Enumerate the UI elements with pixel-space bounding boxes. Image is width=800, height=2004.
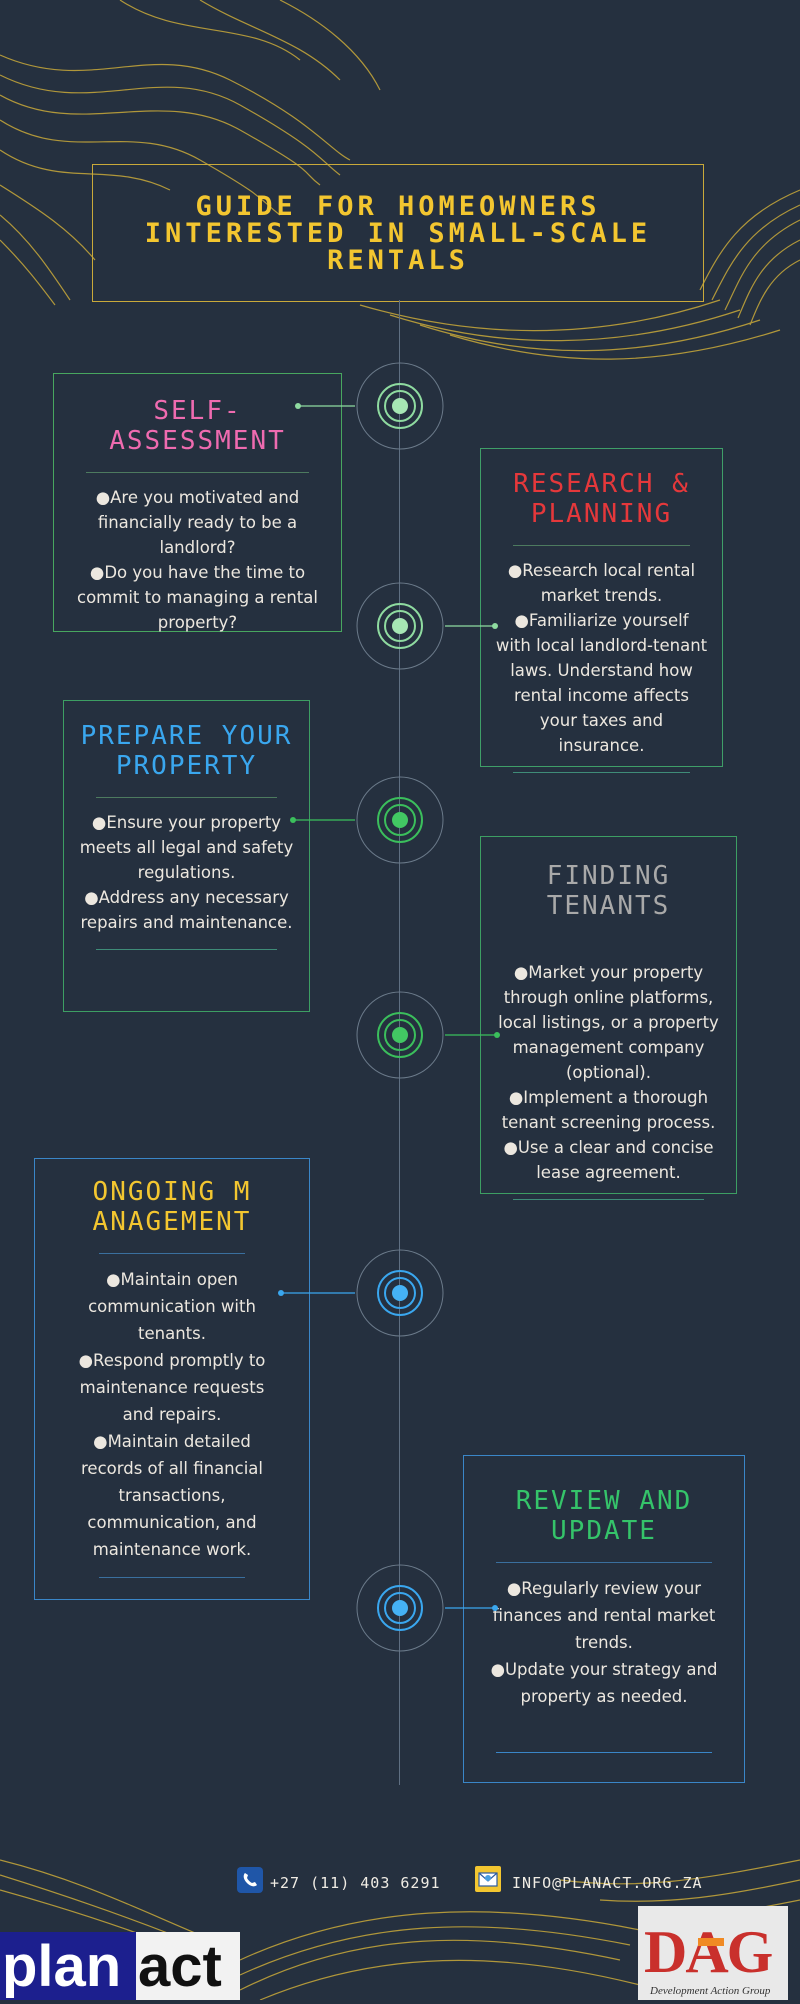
footer-email[interactable]: INFO@PLANACT.ORG.ZA xyxy=(512,1874,703,1892)
dag-logo-caption: Development Action Group xyxy=(649,1985,771,1997)
bullet-item: ●Ensure your property meets all legal an… xyxy=(79,813,294,882)
timeline-node-3 xyxy=(356,776,444,864)
bullet-item: ●Familiarize yourself with local landlor… xyxy=(495,611,708,755)
section-heading: REVIEW AND UPDATE xyxy=(515,1486,693,1546)
timeline-node-1 xyxy=(356,362,444,450)
section-card-ongoing-management: ONGOING MANAGEMENT ●Maintain open commun… xyxy=(34,1158,310,1600)
planact-logo-text-plan: plan xyxy=(2,1934,121,1999)
timeline-node-2 xyxy=(356,582,444,670)
divider xyxy=(99,1253,245,1254)
bullet-item: ●Market your property through online pla… xyxy=(498,963,719,1082)
email-icon xyxy=(475,1866,501,1892)
section-heading: PREPARE YOUR PROPERTY xyxy=(80,721,293,781)
divider xyxy=(496,1562,712,1563)
footer-phone[interactable]: +27 (11) 403 6291 xyxy=(270,1874,441,1892)
section-heading: FINDING TENANTS xyxy=(546,861,671,921)
divider xyxy=(513,772,690,773)
section-heading: ONGOING MANAGEMENT xyxy=(92,1177,252,1237)
bullet-item: ●Regularly review your finances and rent… xyxy=(492,1579,716,1652)
bullet-item: ●Maintain open communication with tenant… xyxy=(88,1270,256,1343)
divider xyxy=(513,545,690,546)
section-heading: SELF-ASSESSMENT xyxy=(109,396,286,456)
bullet-item: ●Update your strategy and property as ne… xyxy=(490,1660,718,1706)
planact-logo: plan act xyxy=(0,1932,240,2000)
section-card-prepare-property: PREPARE YOUR PROPERTY ●Ensure your prope… xyxy=(63,700,310,1012)
phone-icon xyxy=(237,1867,263,1893)
section-heading: RESEARCH & PLANNING xyxy=(513,469,690,529)
bullet-item: ●Address any necessary repairs and maint… xyxy=(80,888,293,932)
bullet-item: ●Research local rental market trends. xyxy=(507,561,696,605)
section-card-review-update: REVIEW AND UPDATE ●Regularly review your… xyxy=(463,1455,745,1783)
divider xyxy=(86,472,309,473)
divider xyxy=(513,1199,704,1200)
section-card-research-planning: RESEARCH & PLANNING ●Research local rent… xyxy=(480,448,723,773)
divider xyxy=(96,797,277,798)
timeline-node-5 xyxy=(356,1249,444,1337)
bullet-item: ●Are you motivated and financially ready… xyxy=(95,488,300,557)
section-card-self-assessment: SELF-ASSESSMENT ●Are you motivated and f… xyxy=(53,373,342,632)
bullet-item: ●Maintain detailed records of all financ… xyxy=(81,1432,263,1559)
timeline-node-6 xyxy=(356,1564,444,1652)
bullet-item: ●Use a clear and concise lease agreement… xyxy=(503,1138,714,1182)
dag-logo: DAG Development Action Group xyxy=(638,1906,788,2000)
bullet-item: ●Implement a thorough tenant screening p… xyxy=(501,1088,716,1132)
divider xyxy=(496,1752,712,1753)
bullet-item: ●Respond promptly to maintenance request… xyxy=(78,1351,266,1424)
timeline-node-4 xyxy=(356,991,444,1079)
planact-logo-text-act: act xyxy=(138,1934,222,1999)
divider xyxy=(99,1577,245,1578)
bullet-item: ●Do you have the time to commit to manag… xyxy=(77,563,318,632)
divider xyxy=(96,949,277,950)
page-title: GUIDE FOR HOMEOWNERS INTERESTED IN SMALL… xyxy=(144,190,652,276)
title-box: GUIDE FOR HOMEOWNERS INTERESTED IN SMALL… xyxy=(92,164,704,302)
dag-logo-letters: DAG xyxy=(644,1919,773,1985)
section-card-finding-tenants: FINDING TENANTS ●Market your property th… xyxy=(480,836,737,1200)
